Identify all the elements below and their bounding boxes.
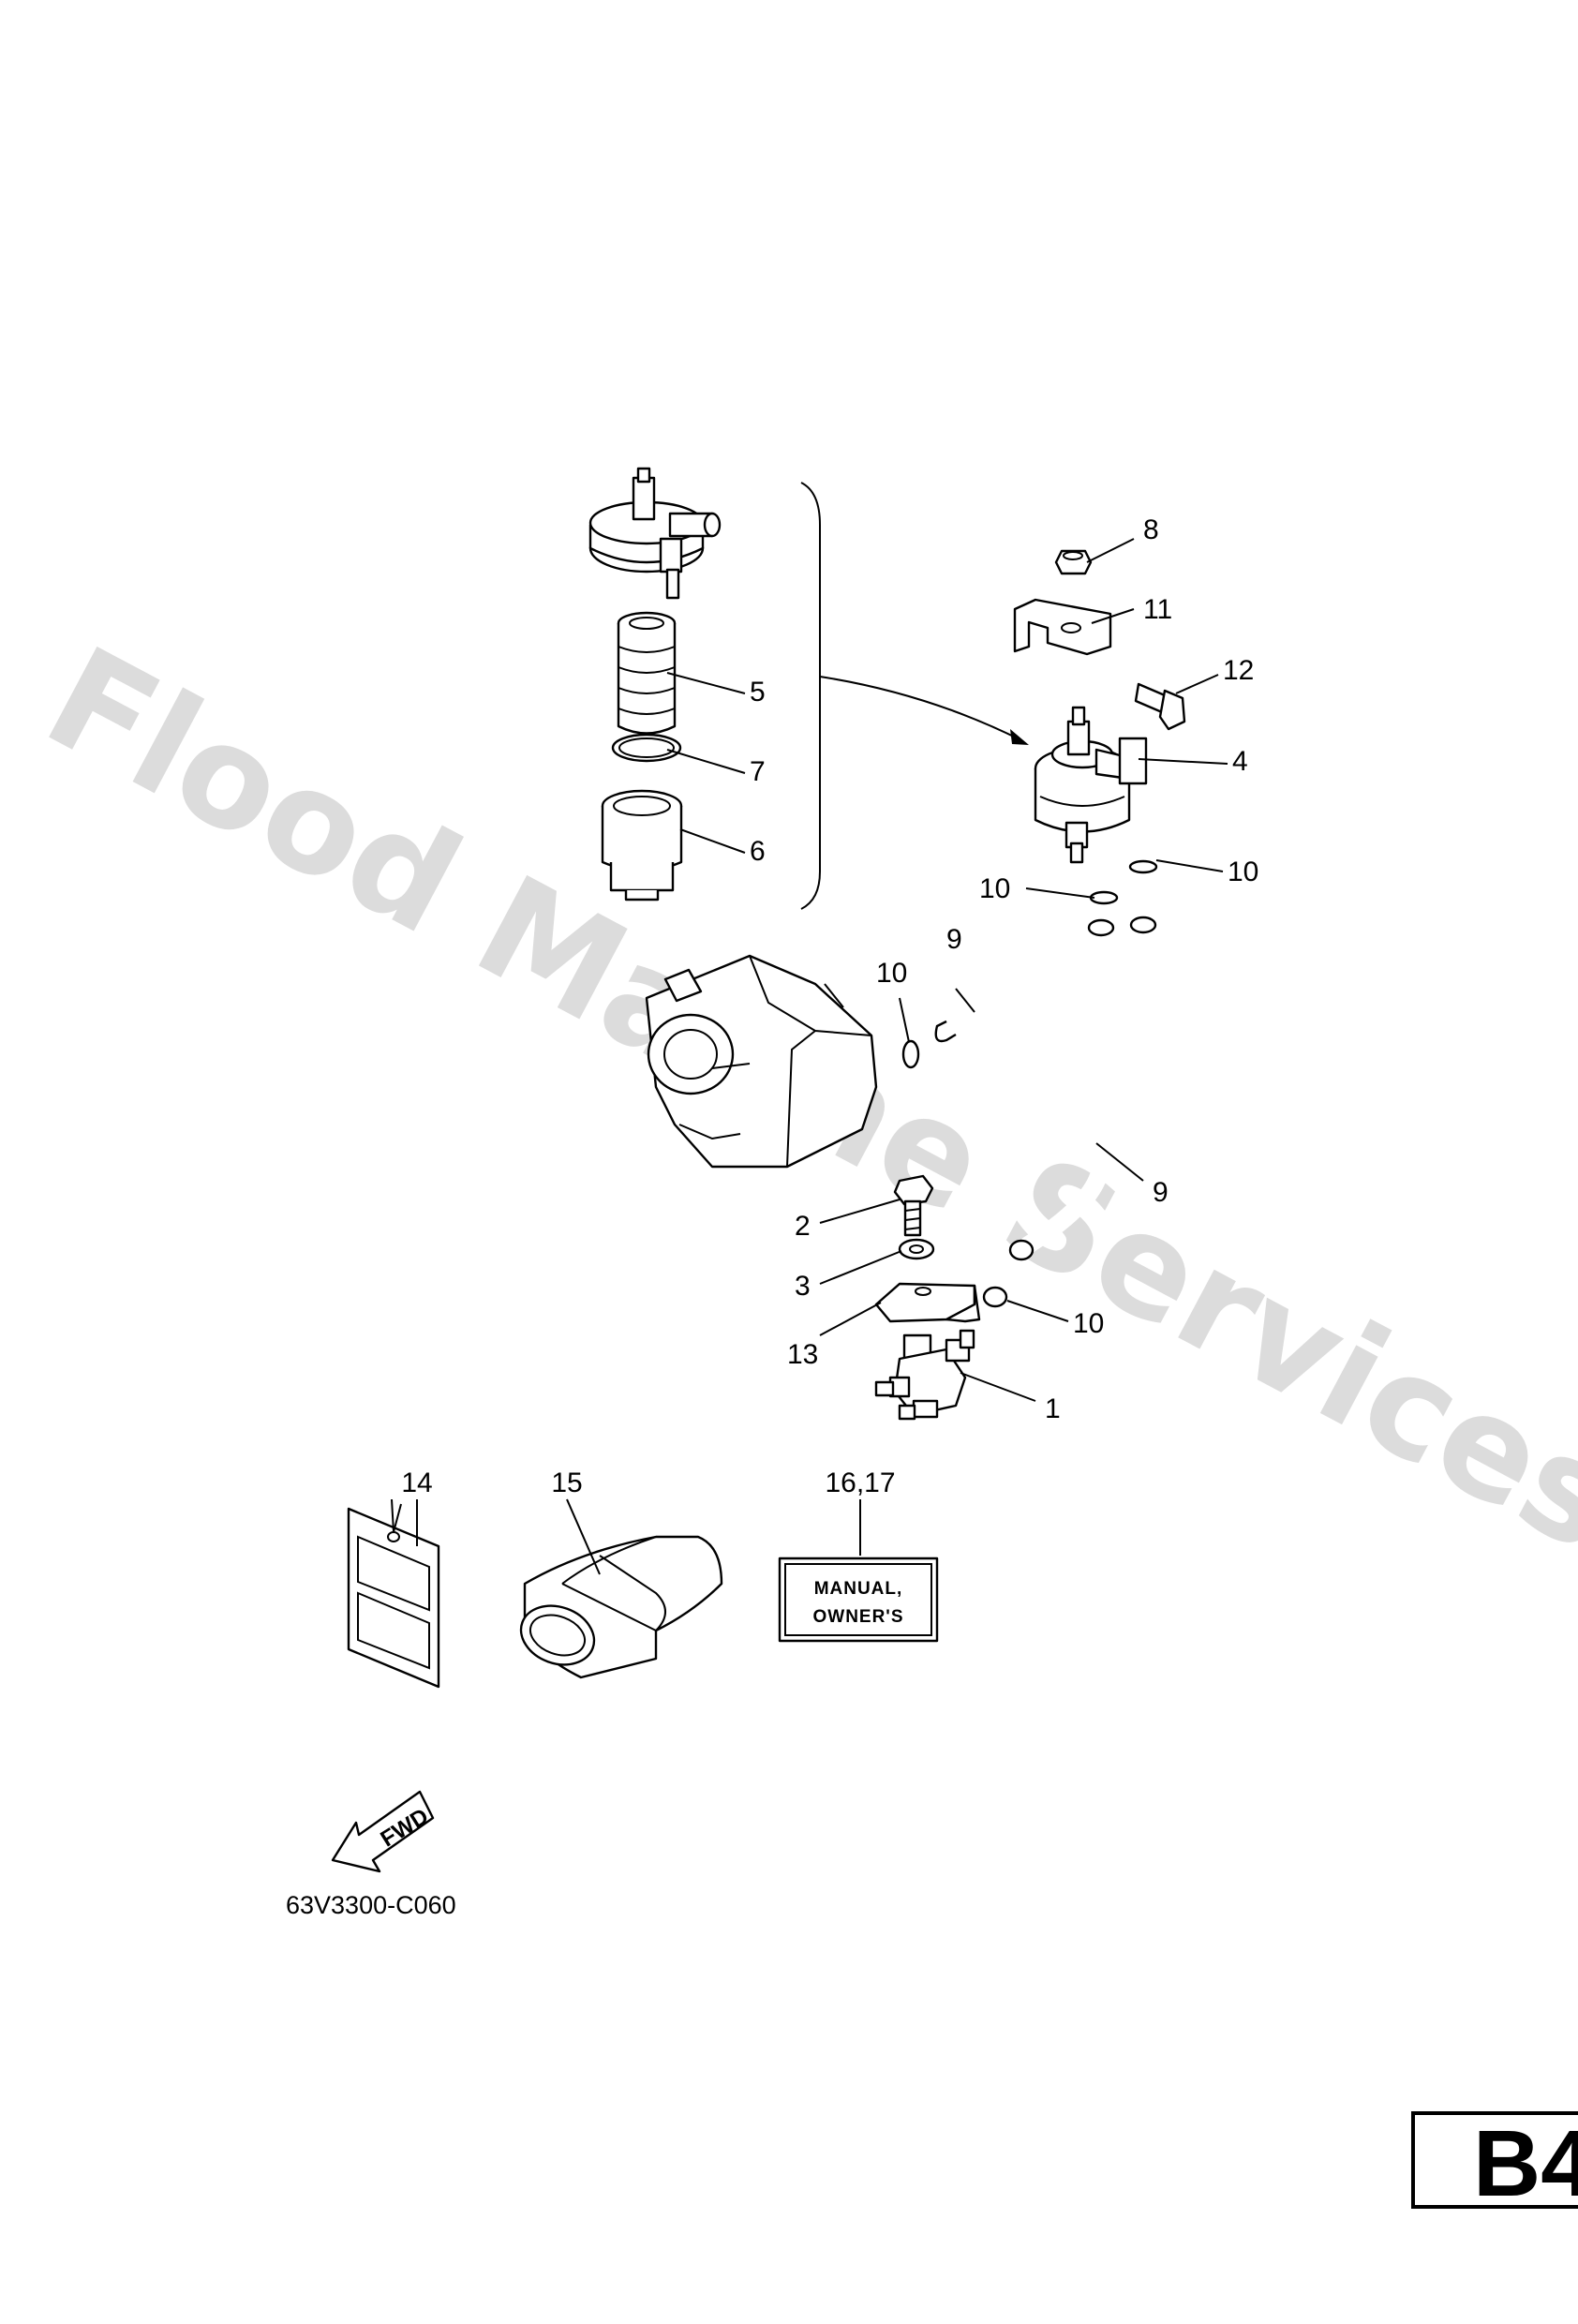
screw	[893, 1174, 934, 1237]
callout-10-carburetor: 10	[876, 958, 907, 989]
callout-5: 5	[750, 677, 766, 708]
callout-14: 14	[401, 1467, 432, 1498]
page-code: B4	[1473, 2111, 1578, 2216]
hose-clip	[1128, 859, 1158, 874]
callout-11: 11	[1143, 594, 1172, 625]
carburetor	[645, 954, 878, 1169]
callout-7: 7	[750, 756, 766, 787]
o-ring	[611, 733, 682, 763]
callout-4: 4	[1232, 746, 1248, 777]
callout-3: 3	[795, 1271, 811, 1302]
callout-13: 13	[787, 1339, 818, 1370]
filter-cap-assembly	[588, 467, 722, 600]
callout-9-upper: 9	[946, 924, 962, 955]
callout-labels: 5 7 6 8 11 12 4 10 10 9 10 9 2 3 10 13 1…	[401, 514, 1258, 1498]
parts-tag	[347, 1498, 440, 1689]
hose-clip	[982, 1286, 1008, 1308]
callout-2: 2	[795, 1211, 811, 1242]
bolt	[1134, 682, 1186, 731]
callout-10-pump: 10	[1073, 1308, 1104, 1339]
manual-line1: MANUAL,	[814, 1579, 903, 1599]
callout-10-filter: 10	[1228, 857, 1258, 887]
fwd-arrow-icon: FWD	[331, 1790, 435, 1873]
callout-6: 6	[750, 836, 766, 867]
diagram-code: 63V3300-C060	[286, 1891, 456, 1919]
filter-cup	[601, 789, 683, 901]
leader-lines	[416, 538, 1228, 1575]
owners-manual: MANUAL, OWNER'S	[778, 1557, 939, 1643]
fuel-hose	[934, 916, 1157, 1261]
callout-1: 1	[1045, 1393, 1061, 1424]
callout-10-filter-base: 10	[979, 873, 1010, 904]
washer	[898, 1238, 935, 1260]
callout-12: 12	[1223, 655, 1254, 686]
callout-8: 8	[1143, 514, 1159, 545]
callout-16-17: 16,17	[825, 1467, 895, 1498]
pump-bracket	[874, 1282, 981, 1323]
filter-bracket	[1013, 598, 1112, 656]
hose-clip	[901, 1039, 920, 1069]
fuel-filter	[1034, 706, 1148, 864]
hose-clip	[1089, 890, 1119, 905]
cover-sleeve	[519, 1535, 723, 1679]
fuel-pump	[874, 1329, 975, 1421]
manual-line2: OWNER'S	[812, 1607, 903, 1627]
nut	[1054, 549, 1093, 575]
page-code-box: B4	[1411, 2111, 1578, 2216]
callout-15: 15	[551, 1467, 582, 1498]
callout-9-lower: 9	[1153, 1177, 1169, 1208]
filter-element	[617, 611, 677, 735]
